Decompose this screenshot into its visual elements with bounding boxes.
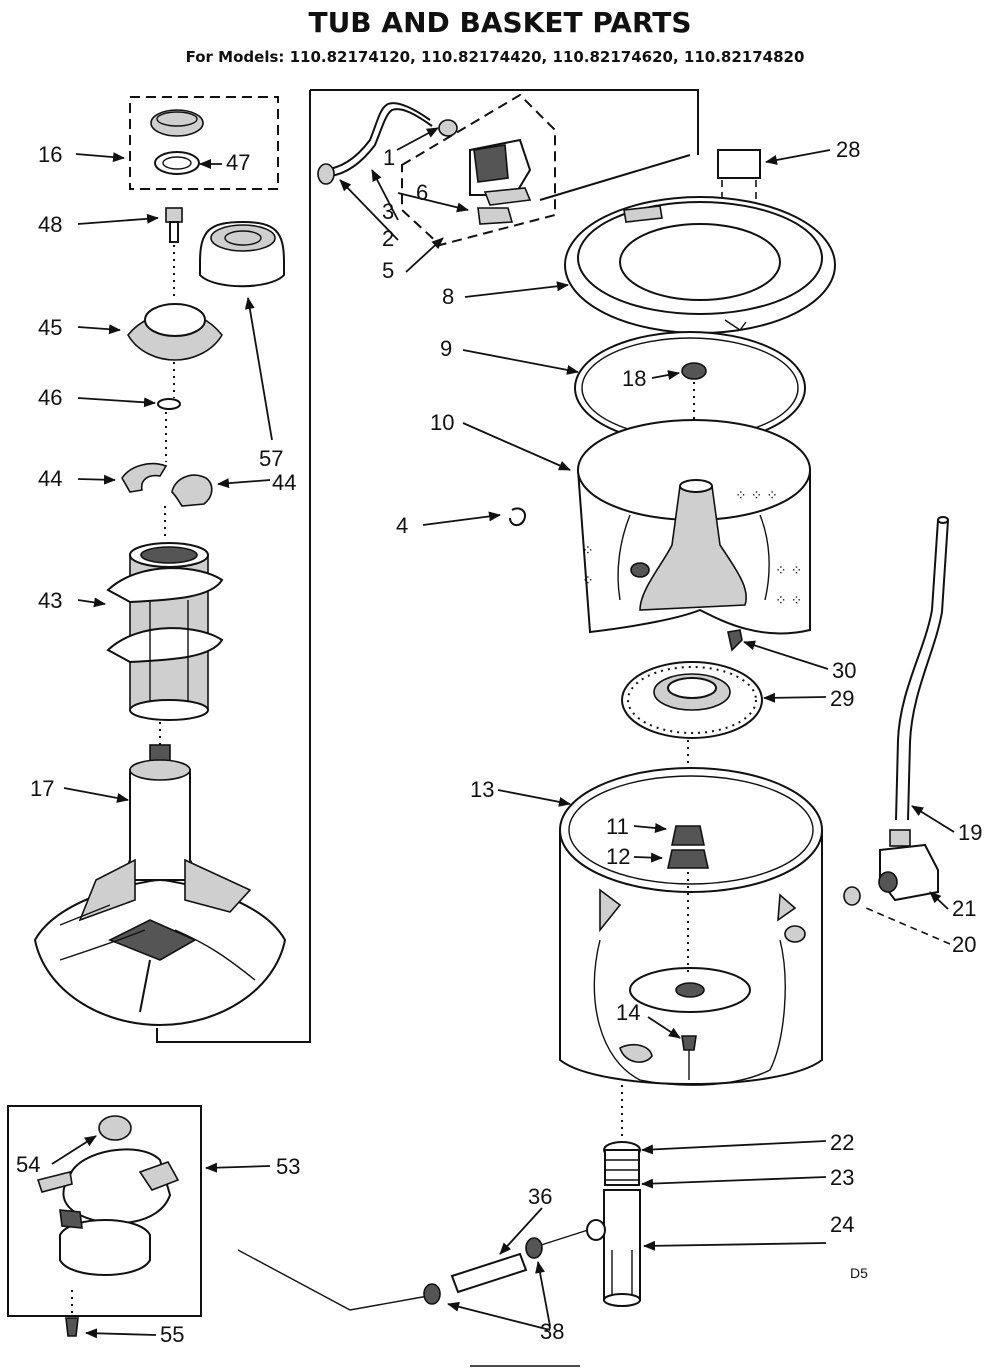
washer	[157, 398, 181, 410]
callout-44-left: 44	[38, 466, 62, 491]
callout-46: 46	[38, 385, 62, 410]
callout-45: 45	[38, 315, 62, 340]
agitator-base	[33, 744, 287, 1027]
callout-12: 12	[606, 844, 630, 869]
svg-text:⁘ ⁘: ⁘ ⁘	[775, 592, 802, 608]
callout-20: 20	[952, 932, 976, 957]
callout-2: 2	[382, 226, 394, 251]
callout-55: 55	[160, 1322, 184, 1347]
svg-text:⁘ ⁘ ⁘: ⁘ ⁘ ⁘	[735, 487, 778, 503]
callout-17: 17	[30, 776, 54, 801]
callout-5: 5	[382, 258, 394, 283]
hose-clamp	[317, 163, 335, 185]
tub-bearing	[667, 849, 709, 869]
tub-cover-gasket	[717, 149, 761, 179]
pump-to-tub-hose	[423, 1237, 543, 1305]
cap-seal-ring	[154, 151, 200, 175]
dispenser-bracket-box	[401, 93, 556, 247]
callout-3: 3	[382, 199, 394, 224]
callout-22: 22	[830, 1130, 854, 1155]
callout-19: 19	[958, 820, 982, 845]
callout-14: 14	[616, 1000, 640, 1025]
callout-13: 13	[470, 777, 494, 802]
callout-48: 48	[38, 212, 62, 237]
callout-16: 16	[38, 142, 62, 167]
svg-text:⁘: ⁘	[582, 572, 594, 588]
splash-guard-gear	[621, 661, 763, 739]
callout-54: 54	[16, 1152, 40, 1177]
callout-21: 21	[952, 896, 976, 921]
corner-mark: D5	[850, 1265, 868, 1281]
callout-23: 23	[830, 1165, 854, 1190]
callout-29: 29	[830, 686, 854, 711]
callout-1: 1	[383, 145, 395, 170]
drain-pump	[36, 1115, 180, 1276]
callout-44-right: 44	[272, 470, 296, 495]
pump-hose-line	[237, 1249, 429, 1311]
svg-text:⁘: ⁘	[582, 542, 594, 558]
page-title: TUB AND BASKET PARTS	[308, 6, 691, 39]
hose-assembly	[323, 102, 431, 171]
callout-9: 9	[440, 336, 452, 361]
tub-ring	[564, 196, 836, 334]
pump-screw	[65, 1317, 79, 1337]
water-valve-dispenser	[469, 138, 532, 206]
pump-assembly-box	[7, 1105, 202, 1317]
hose-clip	[509, 507, 526, 526]
grommet	[843, 886, 861, 906]
model-list: For Models: 110.82174120, 110.82174420, …	[186, 48, 805, 66]
callout-10: 10	[430, 410, 454, 435]
callout-53: 53	[276, 1154, 300, 1179]
callout-36: 36	[528, 1184, 552, 1209]
agitator-assembly-bracket	[156, 89, 699, 1043]
agitator-dog-right	[171, 474, 213, 507]
callout-38: 38	[540, 1319, 564, 1344]
tub-bolt	[681, 1035, 697, 1051]
drain-tube	[586, 1141, 641, 1307]
callout-57: 57	[259, 446, 283, 471]
callout-47: 47	[226, 150, 250, 175]
svg-text:⁘ ⁘: ⁘ ⁘	[775, 562, 802, 578]
vent-hose	[895, 519, 939, 821]
callout-4: 4	[396, 513, 408, 538]
callout-24: 24	[830, 1212, 854, 1237]
agitator-dog-left	[121, 462, 168, 493]
nozzle-clip	[477, 207, 514, 225]
callout-8: 8	[442, 284, 454, 309]
tub-seal	[671, 825, 705, 846]
spin-basket: ⁘ ⁘ ⁘ ⁘ ⁘ ⁘ ⁘ ⁘ ⁘	[576, 419, 811, 635]
callout-11: 11	[606, 814, 629, 839]
callout-6: 6	[416, 180, 428, 205]
drive-block-screw	[727, 629, 743, 652]
agitator-cap	[150, 109, 204, 137]
callout-18: 18	[622, 366, 646, 391]
auger-barrel	[106, 542, 224, 721]
cap-kit-box	[129, 96, 279, 190]
callout-43: 43	[38, 588, 62, 613]
callout-28: 28	[836, 137, 860, 162]
spin-nut	[681, 362, 707, 380]
callout-30: 30	[832, 658, 856, 683]
agitator-bolt	[165, 207, 183, 223]
